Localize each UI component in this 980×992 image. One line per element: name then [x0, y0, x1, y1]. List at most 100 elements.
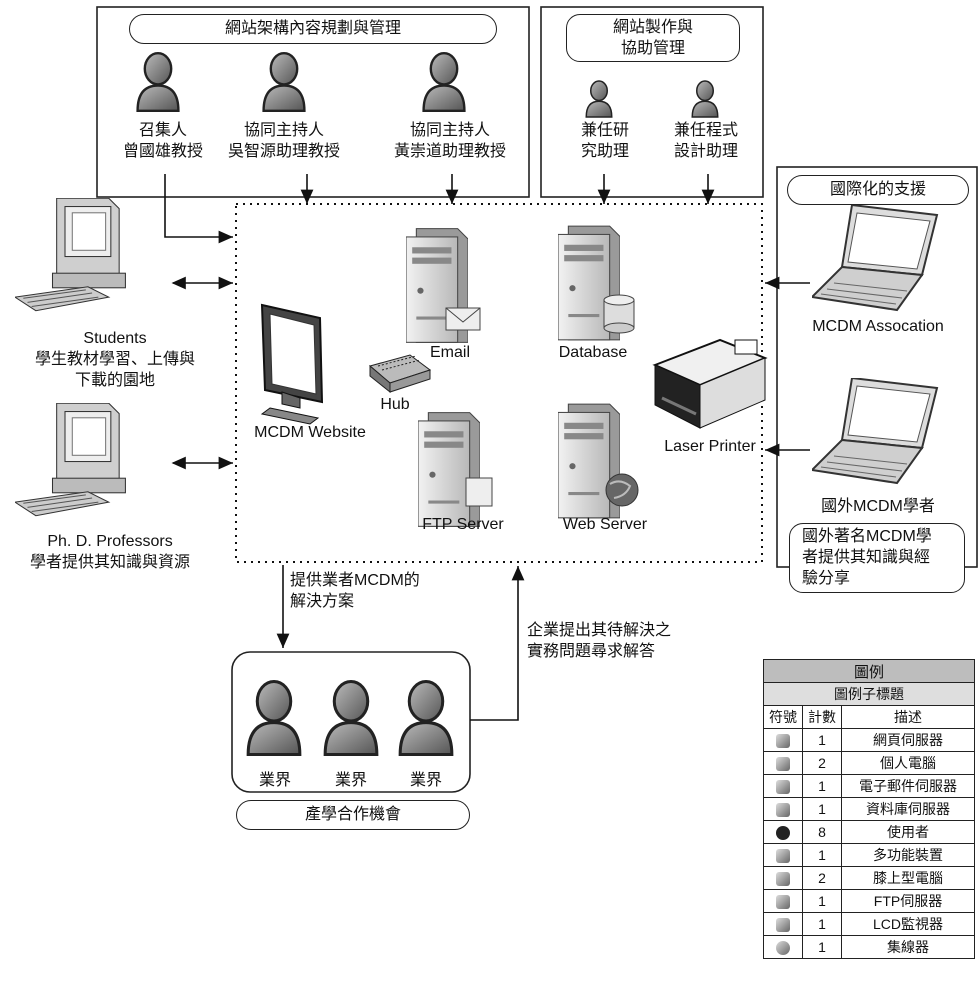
students-line2: 學生教材學習、上傳與 [34, 351, 195, 368]
email-server-icon [776, 780, 790, 795]
association-label: MCDM Assocation [812, 318, 944, 335]
industry-member-3-label: 業界 [409, 772, 442, 789]
problem-line1: 企業提出其待解決之 [527, 622, 672, 639]
database-server-icon [776, 803, 790, 818]
convener-person-icon [136, 52, 180, 112]
research-assistant-line2: 究助理 [580, 143, 629, 160]
co-pi-2-label: 協同主持人 黃崇道助理教授 [375, 120, 525, 162]
arrow-problem-up [470, 566, 525, 721]
legend-desc: 資料庫伺服器 [841, 797, 975, 821]
ftp-server-icon [418, 412, 480, 527]
legend-header-symbol: 符號 [763, 705, 803, 729]
legend-header-desc: 描述 [841, 705, 975, 729]
legend-count: 1 [802, 774, 842, 798]
professors-pc-icon [15, 403, 126, 517]
database-label: Database [558, 344, 628, 361]
professors-line2: 學者提供其知識與資源 [29, 554, 190, 571]
legend-count: 1 [802, 935, 842, 959]
arrow-convener [164, 174, 233, 244]
lcd-monitor-icon [776, 918, 790, 933]
programming-assistant-line1: 兼任程式 [673, 122, 738, 139]
laptop-icon [776, 872, 790, 887]
laser-printer-icon [652, 338, 768, 429]
planning-group-title: 網站架構內容規劃與管理 [129, 14, 497, 44]
web-server-icon [776, 734, 790, 749]
globe-icon [605, 473, 639, 507]
legend-desc: FTP伺服器 [841, 889, 975, 913]
co-pi-1-role: 協同主持人 [243, 122, 324, 139]
ftp-server-icon [776, 895, 790, 910]
research-assistant-label: 兼任研 究助理 [560, 120, 650, 162]
hub-icon [368, 354, 432, 394]
note-line3: 驗分享 [802, 570, 851, 587]
co-pi-2-person-icon [422, 52, 466, 112]
multifunction-device-icon [776, 849, 790, 864]
students-label: Students 學生教材學習、上傳與 下載的園地 [0, 328, 230, 391]
industry-person-1-icon [246, 680, 302, 756]
production-title-line1: 網站製作與 [612, 19, 693, 36]
legend-desc: 膝上型電腦 [841, 866, 975, 890]
legend-count: 1 [802, 889, 842, 913]
industry-member-2-label: 業界 [334, 772, 367, 789]
legend-desc: 電子郵件伺服器 [841, 774, 975, 798]
legend-desc: 使用者 [841, 820, 975, 844]
convener-role: 召集人 [138, 122, 187, 139]
problem-label: 企業提出其待解決之 實務問題尋求解答 [527, 620, 671, 662]
legend-count: 1 [802, 797, 842, 821]
convener-name: 曾國雄教授 [122, 143, 203, 160]
website-label: MCDM Website [254, 424, 366, 441]
pc-icon [776, 757, 790, 772]
professors-line1: Ph. D. Professors [47, 533, 173, 550]
lcd-monitor-icon [260, 303, 324, 425]
problem-line2: 實務問題尋求解答 [527, 643, 656, 660]
ftp-label: FTP Server [422, 516, 504, 533]
legend-subtitle: 圖例子標題 [763, 682, 975, 706]
hub-icon [776, 941, 790, 956]
research-assistant-person-icon [585, 80, 613, 118]
email-label: Email [429, 344, 470, 361]
industry-group-box [231, 651, 471, 793]
co-pi-2-name: 黃崇道助理教授 [393, 143, 506, 160]
ftp-folder-icon [465, 477, 493, 507]
programming-assistant-line2: 設計助理 [673, 143, 738, 160]
legend-header-count: 計數 [802, 705, 842, 729]
legend-desc: 多功能裝置 [841, 843, 975, 867]
production-group-title: 網站製作與 協助管理 [566, 14, 740, 62]
research-assistant-line1: 兼任研 [580, 122, 629, 139]
envelope-icon [445, 307, 481, 331]
programming-assistant-person-icon [691, 80, 719, 118]
international-note-box: 國外著名MCDM學 者提供其知識與經 驗分享 [789, 523, 965, 593]
mcdm-association-laptop-icon [812, 205, 938, 311]
industry-person-2-icon [323, 680, 379, 756]
co-pi-2-role: 協同主持人 [409, 122, 490, 139]
co-pi-1-name: 吳智源助理教授 [227, 143, 340, 160]
user-icon [776, 826, 790, 841]
industry-group-title: 產學合作機會 [236, 800, 470, 830]
printer-label: Laser Printer [664, 438, 756, 455]
web-label: Web Server [562, 516, 648, 533]
students-line1: Students [83, 330, 147, 347]
legend-count: 1 [802, 843, 842, 867]
solution-label: 提供業者MCDM的 解決方案 [290, 570, 420, 612]
note-line2: 者提供其知識與經 [802, 549, 931, 566]
convener-label: 召集人 曾國雄教授 [108, 120, 218, 162]
industry-member-1-label: 業界 [258, 772, 291, 789]
legend-count: 2 [802, 866, 842, 890]
foreign-scholar-laptop-icon [812, 378, 938, 484]
legend-count: 2 [802, 751, 842, 775]
legend-desc: 網頁伺服器 [841, 728, 975, 752]
programming-assistant-label: 兼任程式 設計助理 [660, 120, 752, 162]
legend-desc: LCD監視器 [841, 912, 975, 936]
